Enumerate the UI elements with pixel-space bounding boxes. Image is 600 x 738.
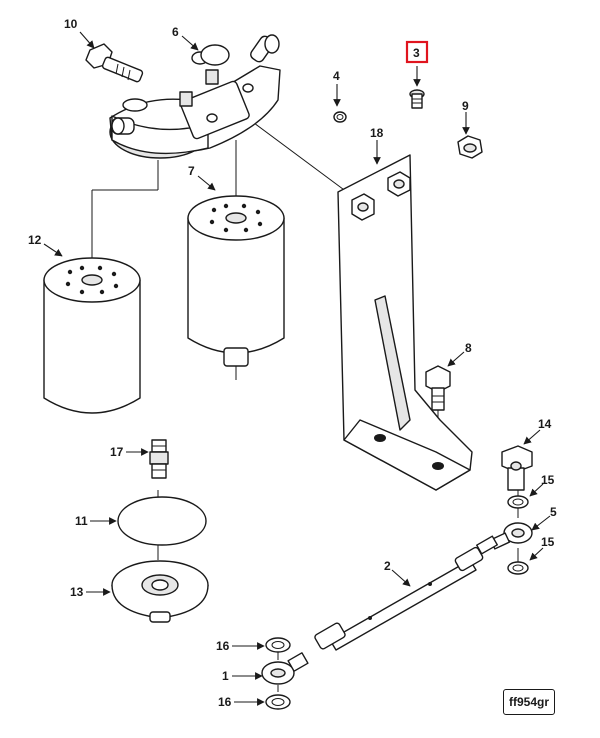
leader-lines: [43, 31, 551, 706]
callout-12[interactable]: 12: [28, 233, 42, 247]
gasket-11: [117, 496, 207, 546]
o-ring-4: [333, 111, 347, 123]
callout-6[interactable]: 6: [172, 25, 179, 39]
callout-14[interactable]: 14: [538, 417, 552, 431]
callout-labels: 10 6 4 3 9 18 7 12 8 14 17 15 11 5 15 13…: [28, 17, 557, 709]
filter-element-7: [187, 195, 285, 367]
callout-4[interactable]: 4: [333, 69, 340, 83]
callout-16-top[interactable]: 16: [216, 639, 230, 653]
callout-11[interactable]: 11: [75, 514, 88, 528]
nipple-17: [149, 439, 169, 479]
highlight-box: [405, 40, 429, 64]
banjo-fitting-1: [261, 652, 309, 685]
callout-2[interactable]: 2: [384, 559, 391, 573]
bowl-13: [111, 560, 209, 623]
washer-15-top: [507, 495, 529, 509]
callout-17[interactable]: 17: [110, 445, 124, 459]
washer-15-bottom: [507, 561, 529, 575]
callout-5[interactable]: 5: [550, 505, 557, 519]
nut-9: [457, 135, 483, 159]
bracket-18: [337, 154, 473, 491]
bolt-8: [425, 365, 451, 411]
callout-18[interactable]: 18: [370, 126, 384, 140]
callout-8[interactable]: 8: [465, 341, 472, 355]
banjo-bolt-14: [501, 445, 533, 491]
callout-16-bottom[interactable]: 16: [218, 695, 232, 709]
callout-9[interactable]: 9: [462, 99, 469, 113]
fuel-line-2: [314, 535, 498, 651]
callout-3[interactable]: 3: [413, 46, 420, 60]
bolt-10: [85, 43, 144, 83]
screw-3: [409, 89, 425, 109]
callout-10[interactable]: 10: [64, 17, 78, 31]
callout-7[interactable]: 7: [188, 164, 195, 178]
diagram-reference-code: ff954gr: [503, 689, 555, 715]
callout-15-top[interactable]: 15: [541, 473, 555, 487]
washer-16-bottom: [265, 694, 291, 710]
filter-12: [43, 257, 141, 414]
filter-head: [109, 34, 281, 159]
washer-16-top: [265, 637, 291, 653]
callout-15-bottom[interactable]: 15: [541, 535, 555, 549]
callout-13[interactable]: 13: [70, 585, 84, 599]
callout-1[interactable]: 1: [222, 669, 229, 683]
